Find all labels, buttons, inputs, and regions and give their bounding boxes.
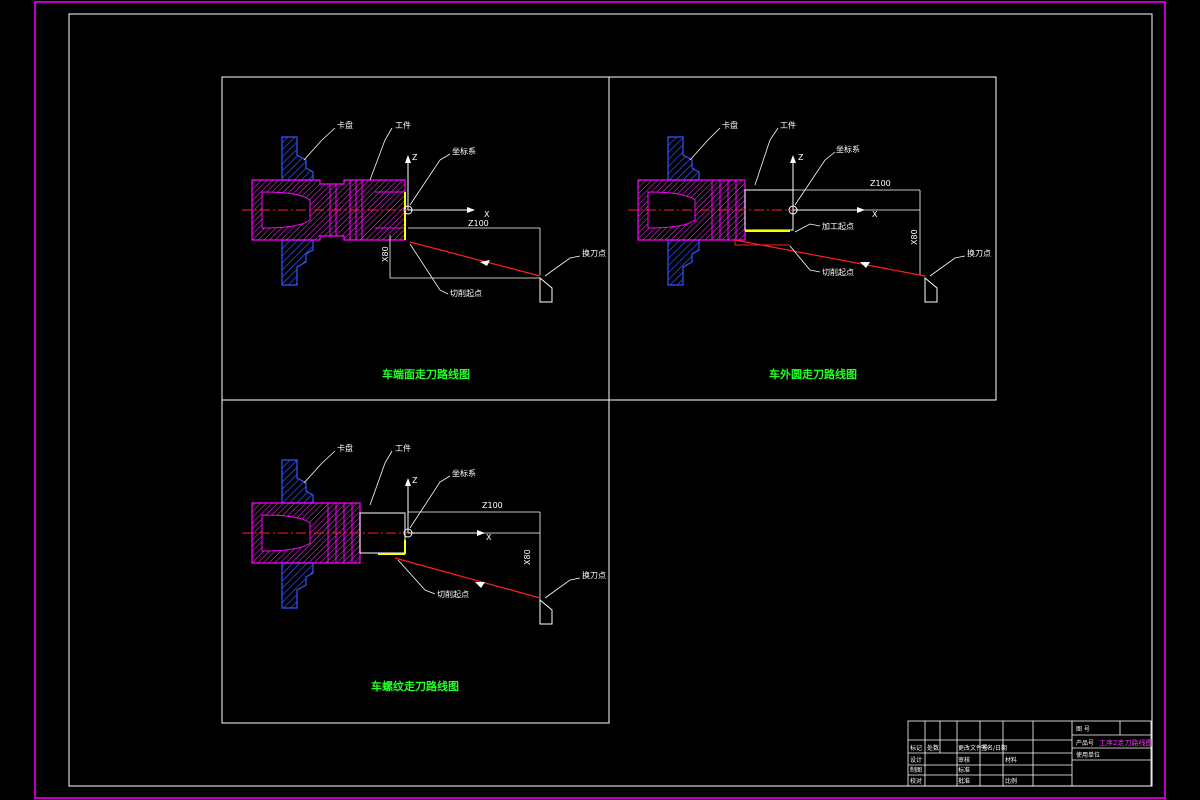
chuck-lower [281,562,314,609]
machining-start-label: 加工起点 [822,221,854,231]
x-axis-label: X [484,210,490,219]
workpiece-label: 工件 [395,120,411,130]
dim-x-label: X80 [523,549,532,565]
chuck-upper [281,136,314,181]
cut-start-label: 切削起点 [822,267,854,277]
chuck-label: 卡盘 [722,120,738,130]
chuck-label: 卡盘 [337,120,353,130]
dim-x-label: X80 [381,246,390,262]
panel-1: 卡盘 工件 坐标系 Z X Z100 X80 换刀点 切削起点 车端面走刀路线图 [242,120,606,381]
panel-3: 卡盘 工件 坐标系 Z X Z100 X80 切削起点 换刀点 车螺纹走刀路线图 [242,443,606,693]
origin-label: 坐标系 [836,144,860,154]
tool-path [409,241,541,277]
sign-date-label: 签名/日期 [981,744,1007,752]
tool-change-label: 换刀点 [582,570,606,580]
dim-x-label: X80 [910,229,919,245]
x-axis-label: X [486,533,492,542]
product-label: 产品号 [1076,739,1094,747]
usage-label: 使用单位 [1076,751,1100,759]
workpiece-label: 工件 [395,443,411,453]
drawing-no-label: 图 号 [1076,726,1090,733]
cut-start-label: 切削起点 [437,589,469,599]
drawn-label: 制图 [910,766,922,774]
tool [924,276,938,303]
design-label: 设计 [910,756,922,764]
panel-title: 车螺纹走刀路线图 [371,679,459,693]
ratio-label: 比例 [1005,777,1017,785]
count-label: 处数 [927,744,939,752]
z-axis-label: Z [798,153,804,162]
origin-label: 坐标系 [452,146,476,156]
panel-title: 车外圆走刀路线图 [769,367,857,381]
chuck-lower [667,239,700,286]
x-axis-label: X [872,210,878,219]
dim-z-label: Z100 [468,219,489,228]
approve-label: 批准 [958,777,970,785]
cut-start-label: 切削起点 [450,288,482,298]
check-label: 审核 [958,756,970,764]
drawing-name: 工序2走刀路线图 [1099,738,1152,747]
dim-z-label: Z100 [870,179,891,188]
origin-label: 坐标系 [452,468,476,478]
tool [539,598,553,625]
drawing-border [68,13,1153,787]
tool-path [734,239,926,277]
tool-path [394,557,541,599]
panel-border-2 [608,76,997,401]
standard-label: 标准 [958,766,970,774]
tool [539,276,553,303]
title-block-text: 图 号 产品号 工序2走刀路线图 使用单位 标记 处数 更改文件号 签名/日期 … [910,726,1152,785]
chuck-upper [281,459,314,504]
mark-label: 标记 [910,744,922,752]
sheet-frame [34,1,1166,799]
panel-2: 卡盘 工件 坐标系 Z X Z100 X80 加工起点 切削起点 换刀点 车外圆… [628,120,991,381]
dim-z-label: Z100 [482,501,503,510]
z-axis-label: Z [412,153,418,162]
workpiece-label: 工件 [780,120,796,130]
verify-label: 校对 [910,777,922,785]
tool-change-label: 换刀点 [967,248,991,258]
material-label: 材料 [1005,756,1017,764]
z-axis-label: Z [412,476,418,485]
panel-border-3 [221,399,610,724]
chuck-lower [281,239,314,286]
chuck-upper [667,136,700,181]
title-block [907,720,1152,787]
tool-change-label: 换刀点 [582,248,606,258]
chuck-label: 卡盘 [337,443,353,453]
change-doc-label: 更改文件号 [958,744,988,752]
panel-title: 车端面走刀路线图 [382,367,470,381]
